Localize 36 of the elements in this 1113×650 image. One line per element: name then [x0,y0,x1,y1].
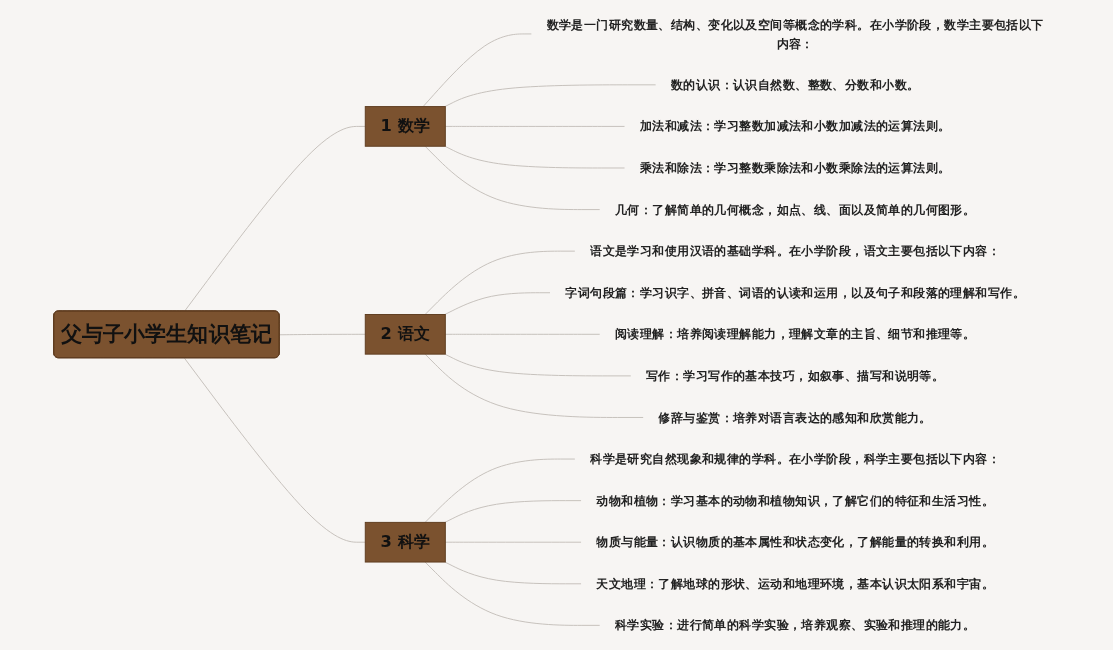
connector [445,125,626,127]
node-box: 3 科学 [364,521,446,563]
connector [422,33,532,108]
connector [445,333,601,335]
node-text: 字词句段篇：学习识字、拼音、词语的认读和运用，以及句子和段落的理解和写作。 [565,285,1026,300]
connector [445,541,582,543]
connector [424,561,601,626]
node-text: 天文地理：了解地球的形状、运动和地理环境，基本认识太阳系和宇宙。 [596,576,995,591]
node-text: 物质与能量：认识物质的基本属性和状态变化，了解能量的转换和利用。 [596,534,995,550]
connector [444,84,657,108]
connector [444,292,551,315]
node-text: 阅读理解：培养阅读理解能力，理解文章的主旨、细节和推理等。 [615,326,976,342]
node-text: 动物和植物：学习基本的动物和植物知识，了解它们的特征和生活习性。 [596,493,995,508]
connector [444,353,632,377]
connector [444,561,582,585]
connector [424,250,576,315]
node-box: 1 数学 [364,106,446,147]
connector [424,353,644,418]
node-text: 科学实验：进行简单的科学实验，培养观察、实验和推理的能力。 [615,617,976,633]
connector [184,357,366,543]
node-text: 几何：了解简单的几何概念，如点、线、面以及简单的几何图形。 [615,202,976,217]
connector [279,333,366,336]
connector [444,500,582,523]
node-text: 科学是研究自然现象和规律的学科。在小学阶段，科学主要包括以下内容： [590,451,1001,466]
connector [424,145,601,211]
node-text: 修辞与鉴赏：培养对语言表达的感知和欣赏能力。 [658,410,933,425]
node-text: 数学是一门研究数量、结构、变化以及空间等概念的学科。在小学阶段，数学主要包括以下内容： [546,17,1044,51]
node-text: 加法和减法：学习整数加减法和小数加减法的运算法则。 [640,119,951,134]
connector [424,458,576,523]
node-text: 语文是学习和使用汉语的基础学科。在小学阶段，语文主要包括以下内容： [590,243,1001,259]
connector [184,125,366,312]
node-text: 数的认识：认识自然数、整数、分数和小数。 [671,77,920,92]
node-box: 2 语文 [364,314,446,355]
node-text: 乘法和除法：学习整数乘除法和小数乘除法的运算法则。 [640,160,951,175]
node-text: 写作：学习写作的基本技巧，如叙事、描写和说明等。 [646,368,945,383]
connector [444,145,626,169]
